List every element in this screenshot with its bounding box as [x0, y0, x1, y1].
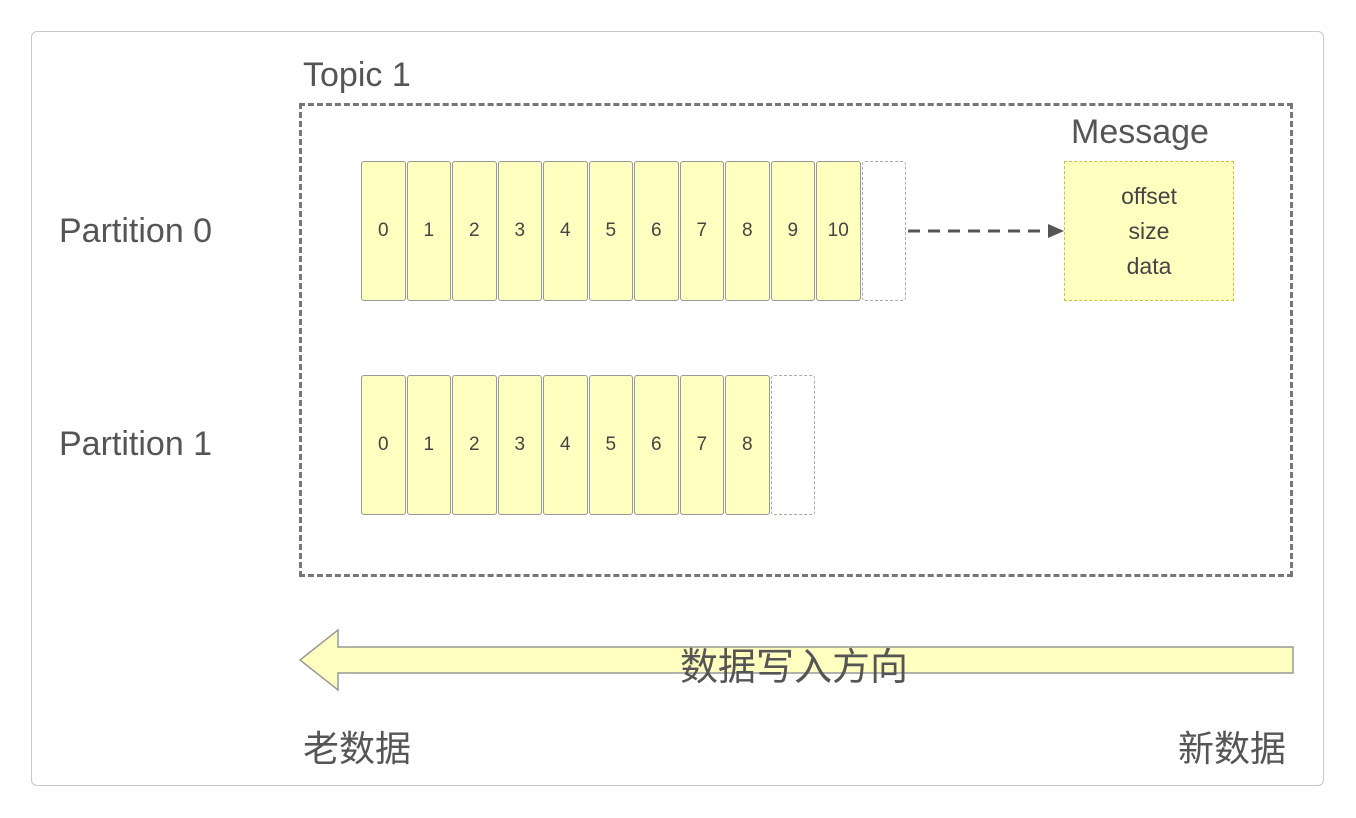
partition-0-offset-cell: 4: [543, 161, 588, 301]
partition-0-offset-cell: 2: [452, 161, 497, 301]
partition-0-next-slot: [861, 161, 906, 301]
partition-1-label: Partition 1: [59, 425, 213, 463]
partition-1-offset-cell: 0: [361, 375, 406, 515]
partition-1-offset-cell: 5: [588, 375, 633, 515]
new-data-label: 新数据: [1177, 728, 1286, 769]
partition-0-offset-cell: 10: [816, 161, 861, 301]
topic-box: [299, 103, 1293, 577]
direction-label: 数据写入方向: [680, 647, 909, 689]
partition-0-label: Partition 0: [59, 212, 213, 250]
partition-0-offset-cell: 1: [406, 161, 451, 301]
partition-1-offset-cell: 7: [679, 375, 724, 515]
partition-1-offset-cell: 3: [497, 375, 542, 515]
direction-arrow: [298, 628, 1294, 692]
diagram-frame: [31, 31, 1324, 786]
partition-1-next-slot: [770, 375, 815, 515]
partition-0-offset-cell: 7: [679, 161, 724, 301]
message-pointer-arrowhead: [1048, 224, 1064, 238]
partition-1-offset-cell: 2: [452, 375, 497, 515]
partition-1-offset-cell: 4: [543, 375, 588, 515]
topic-label: Topic 1: [303, 56, 411, 94]
message-field-data: data: [1126, 252, 1172, 279]
message-label: Message: [1071, 113, 1209, 151]
partition-1-offset-cell: 6: [634, 375, 679, 515]
partition-1-offset-cell: 8: [725, 375, 770, 515]
old-data-label: 老数据: [303, 728, 412, 769]
partition-1-offset-cell: 1: [406, 375, 451, 515]
partition-0-offset-cell: 5: [588, 161, 633, 301]
partition-0-offset-cell: 6: [634, 161, 679, 301]
partition-0-offset-cell: 9: [770, 161, 815, 301]
message-field-size: size: [1128, 217, 1170, 244]
partition-0-offset-cell: 0: [361, 161, 406, 301]
message-field-offset: offset: [1121, 182, 1177, 209]
message-box: offset size data: [1064, 161, 1234, 301]
partition-0-offset-cell: 3: [497, 161, 542, 301]
partition-0-offset-cell: 8: [725, 161, 770, 301]
